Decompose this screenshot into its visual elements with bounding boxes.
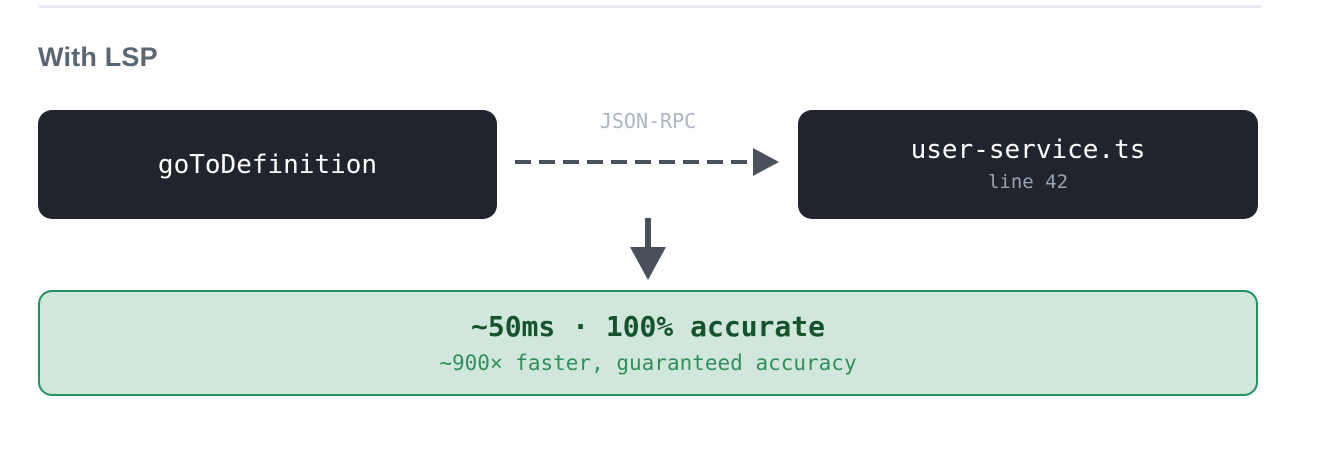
result-detail: ~900× faster, guaranteed accuracy [439, 351, 857, 375]
node-request: goToDefinition [38, 110, 497, 219]
connector-label-json-rpc: JSON-RPC [599, 109, 697, 133]
arrow-right-icon [753, 148, 779, 176]
top-divider [38, 5, 1262, 8]
arrow-down-icon [630, 247, 666, 280]
result-banner: ~50ms · 100% accurate ~900× faster, guar… [38, 290, 1258, 396]
node-request-label: goToDefinition [157, 149, 378, 180]
dashed-connector-line [515, 160, 751, 164]
node-definition-target: user-service.ts line 42 [798, 110, 1258, 219]
result-headline: ~50ms · 100% accurate [470, 310, 825, 343]
node-definition-line: line 42 [987, 171, 1069, 193]
down-connector-line [645, 218, 651, 252]
page-title: With LSP [38, 42, 158, 72]
node-definition-filename: user-service.ts [910, 135, 1146, 165]
